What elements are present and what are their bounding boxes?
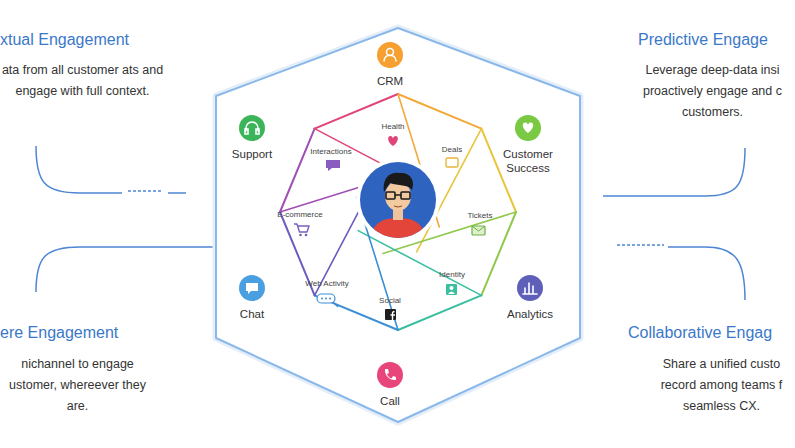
dashed-line <box>128 190 162 192</box>
source-icon: Customer Success <box>486 115 570 175</box>
octagon-edge <box>481 212 516 295</box>
icon-label: Customer Success <box>486 147 570 175</box>
tickets-icon-flap <box>472 226 485 231</box>
ecommerce-icon <box>294 224 309 232</box>
avatar <box>356 158 440 242</box>
icon-circle-shape <box>486 115 570 141</box>
data-source-label: Tickets <box>450 211 510 221</box>
deals-icon <box>446 158 458 167</box>
data-source-label: Interactions <box>296 147 366 157</box>
tickets-icon <box>472 226 485 235</box>
leader-line <box>36 146 122 193</box>
icon-circle <box>515 115 541 141</box>
icon-circle <box>377 362 403 388</box>
health-icon <box>388 136 398 146</box>
icon-circle-shape <box>207 115 297 141</box>
icon-glyph <box>384 49 396 62</box>
octagon-edge <box>398 295 481 330</box>
leader-line <box>668 247 745 300</box>
hexagon-glow <box>216 28 580 422</box>
section-heading: Collaborative Engag <box>628 323 795 343</box>
icon-glyph <box>246 283 258 294</box>
icon-label: Chat <box>207 307 297 321</box>
avatar-shirt <box>370 218 426 240</box>
leader-line <box>36 247 214 292</box>
dashed-line <box>617 244 664 246</box>
identity-icon-head <box>450 286 454 290</box>
icon-glyph <box>523 122 533 133</box>
data-source-label: Deals <box>422 145 482 155</box>
source-icon: Call <box>345 362 435 408</box>
octagon-edge <box>398 94 481 129</box>
interactions-icon <box>326 160 340 171</box>
octagon-edge <box>280 129 315 212</box>
source-icon: CRM <box>345 42 435 88</box>
source-icon: Chat <box>207 275 297 321</box>
icon-glyph <box>523 283 537 294</box>
hexagon-outline <box>216 28 580 422</box>
section-body: ata from all customer ats and engage wit… <box>0 60 165 102</box>
avatar-mouth <box>394 206 402 207</box>
icon-circle <box>377 42 403 68</box>
icon-label: Support <box>207 147 297 161</box>
data-source-label: E-commerce <box>265 210 335 220</box>
avatar-hair <box>384 173 413 192</box>
web-icon <box>317 294 335 303</box>
icon-circle-shape <box>485 275 575 301</box>
data-source-label: Social <box>360 296 420 306</box>
data-source-label: Health <box>363 122 423 132</box>
icon-label: Analytics <box>485 307 575 321</box>
icon-label: Call <box>345 394 435 408</box>
inner-icons <box>294 136 485 320</box>
icon-glyph <box>245 122 259 134</box>
icon-circle-shape <box>207 275 297 301</box>
leader-line <box>603 148 745 196</box>
section-body: Share a unified custo record among teams… <box>648 354 795 417</box>
shutter-line <box>280 171 413 212</box>
icon-circle <box>239 115 265 141</box>
section-heading: Predictive Engage <box>638 30 795 50</box>
data-source-label: Web Activity <box>292 279 362 289</box>
web-icon-pointer <box>333 302 338 307</box>
avatar-glasses <box>386 192 410 199</box>
icon-circle <box>517 275 543 301</box>
icon-circle-shape <box>345 42 435 68</box>
identity-icon <box>446 284 457 295</box>
section-body: Leverage deep-data insi proactively enga… <box>630 60 795 123</box>
icon-glyph <box>385 369 396 380</box>
section-body: nichannel to engage ustomer, whereever t… <box>0 354 155 417</box>
icon-label: CRM <box>345 74 435 88</box>
social-icon <box>385 309 396 320</box>
icon-circle <box>239 275 265 301</box>
data-source-label: Identity <box>422 270 482 280</box>
section-heading: xtual Engagement <box>0 30 170 50</box>
source-icon: Support <box>207 115 297 161</box>
identity-icon-body <box>448 292 455 295</box>
icon-circle-shape <box>345 362 435 388</box>
social-icon-f <box>391 312 396 321</box>
avatar-ring <box>356 158 440 242</box>
section-heading: ere Engagement <box>0 323 170 343</box>
leader-line <box>168 192 186 194</box>
source-icon: Analytics <box>485 275 575 321</box>
